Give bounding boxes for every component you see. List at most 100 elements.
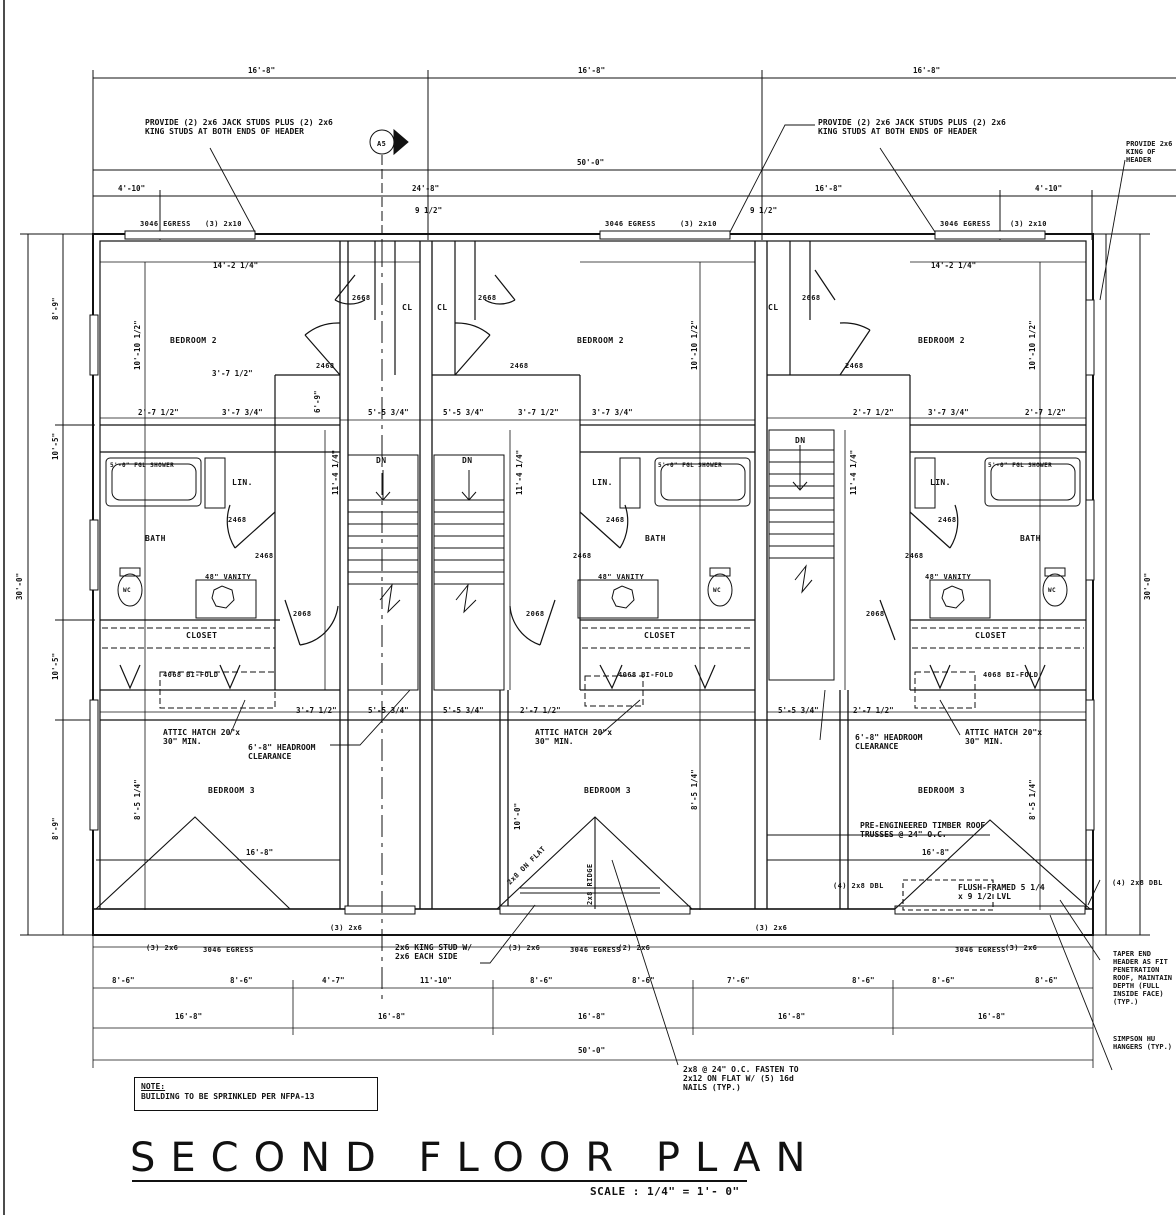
drawing-scale: SCALE : 1/4" = 1'- 0" [590,1185,740,1198]
title-underline [132,1180,747,1182]
callout-headroom-a: 6'-8" HEADROOM CLEARANCE [248,743,315,761]
note-title: NOTE: [141,1082,166,1091]
door-2468-h: 2468 [573,552,591,560]
dim-bed3-h-a: 8'-5 1/4" [133,779,142,820]
header-2x6-e: (3) 2x6 [755,924,787,932]
door-2468-c: 2468 [845,362,863,370]
dim-bot-5: 8'-6" [530,976,553,985]
door-2068-c: 2068 [866,610,884,618]
room-cl-b: CL [437,303,447,312]
callout-flat: 2x8 ON FLAT [506,845,548,887]
dim-bot-seg-3: 16'-8" [578,1012,605,1021]
dim-stair-c: 11'-4 1/4" [849,450,858,495]
wc-c: WC [1048,587,1056,594]
bifold-c: 4068 BI-FOLD [983,671,1038,679]
room-bedroom2-a: BEDROOM 2 [170,336,217,345]
door-2668-c: 2668 [802,294,820,302]
header-2x10-b: (3) 2x10 [680,220,717,228]
dim-two-seven-b: 2'-7 1/2" [853,408,894,417]
header-2x10-c: (3) 2x10 [1010,220,1047,228]
dim-ten-zero: 10'-0" [513,803,522,830]
dim-left-total: 30'-0" [15,573,24,600]
dim-bed3-w-b: 16'-8" [922,848,949,857]
dim-left-4: 8'-9" [51,817,60,840]
room-closet-a: CLOSET [186,631,217,640]
room-bedroom2-c: BEDROOM 2 [918,336,965,345]
dim-bot-7: 7'-6" [727,976,750,985]
door-2468-b: 2468 [510,362,528,370]
dim-bot-2: 8'-6" [230,976,253,985]
vanity-c: 48" VANITY [925,573,972,581]
window-egress-c: 3046 EGRESS [940,220,991,228]
shower-a: 5'-0" FGL SHOWER [110,462,174,469]
dim-bot-8: 8'-6" [852,976,875,985]
dim-bed3-h-b: 8'-5 1/4" [690,769,699,810]
window-egress-e: 3046 EGRESS [570,946,621,954]
room-lin-c: LIN. [930,478,951,487]
general-note: NOTE: BUILDING TO BE SPRINKLED PER NFPA-… [134,1077,378,1111]
dim-bot-seg-2: 16'-8" [378,1012,405,1021]
door-swings [119,269,1046,690]
wc-a: WC [123,587,131,594]
dim-bot-3: 4'-7" [322,976,345,985]
vanity-b: 48" VANITY [598,573,645,581]
callout-dbl-2x8-b: (4) 2x8 DBL [1112,879,1163,887]
dim-bot-10: 8'-6" [1035,976,1058,985]
dim-bot-total: 50'-0" [578,1046,605,1055]
dim-three-four-c: 3'-7 3/4" [928,408,969,417]
dim-left-2: 10'-5" [51,433,60,460]
dim-bot-seg-5: 16'-8" [978,1012,1005,1021]
dim-room-h-b: 10'-10 1/2" [690,320,699,370]
bifold-b: 4068 BI-FOLD [618,671,673,679]
top-dimensions [92,70,1176,240]
dim-sub-3: 16'-8" [815,184,842,193]
section-tag: A5 [377,140,386,148]
dim-room-width-a: 14'-2 1/4" [213,261,258,270]
dim-two-seven-c: 2'-7 1/2" [520,706,561,715]
roof-framing [95,816,1093,911]
callout-fastening: 2x8 @ 24" O.C. FASTEN TO 2x12 ON FLAT W/… [683,1065,799,1092]
room-bedroom2-b: BEDROOM 2 [577,336,624,345]
callout-simpson: SIMPSON HU HANGERS (TYP.) [1113,1035,1172,1051]
window-egress-b: 3046 EGRESS [605,220,656,228]
dim-sub-2: 24'-8" [412,184,439,193]
room-closet-c: CLOSET [975,631,1006,640]
room-bedroom3-b: BEDROOM 3 [584,786,631,795]
callout-ridge: 2x8 RIDGE [586,863,594,905]
dim-left-1: 8'-9" [51,297,60,320]
dim-hall-c: 3'-7 1/2" [296,706,337,715]
dim-hall-b: 3'-7 1/2" [518,408,559,417]
room-bedroom3-c: BEDROOM 3 [918,786,965,795]
interior-walls [100,241,1086,721]
callout-taper: TAPER END HEADER AS FIT PENETRATION ROOF… [1113,950,1172,1006]
door-2068-a: 2068 [293,610,311,618]
room-bedroom3-a: BEDROOM 3 [208,786,255,795]
header-2x10-a: (3) 2x10 [205,220,242,228]
door-2468-e: 2468 [606,516,624,524]
callout-headroom-b: 6'-8" HEADROOM CLEARANCE [855,733,922,751]
door-2668-b: 2668 [478,294,496,302]
dim-bed3-h-c: 8'-5 1/4" [1028,779,1037,820]
dim-bed3-w-a: 16'-8" [246,848,273,857]
dim-five-four-e: 5'-5 3/4" [778,706,819,715]
door-2468-a: 2468 [316,362,334,370]
header-2x6-f: (3) 2x6 [1005,944,1037,952]
dim-left-3: 10'-5" [51,653,60,680]
shower-c: 5'-0" FGL SHOWER [988,462,1052,469]
dim-room-width-b: 14'-2 1/4" [931,261,976,270]
dim-five-four-a: 5'-5 3/4" [368,408,409,417]
leader-lines [209,124,1126,1071]
stair-1 [347,454,419,691]
dim-sub-4: 4'-10" [1035,184,1062,193]
door-2068-b: 2068 [526,610,544,618]
callout-flush-framed: FLUSH-FRAMED 5 1/4 x 9 1/2 LVL [958,883,1045,901]
callout-jack-studs-3: PROVIDE 2x6 KING OF HEADER [1126,140,1172,164]
dim-two-seven-a: 2'-7 1/2" [138,408,179,417]
room-lin-b: LIN. [592,478,613,487]
dim-room-h-c: 10'-10 1/2" [1028,320,1037,370]
header-2x6-d: (2) 2x6 [618,944,650,952]
room-cl-c: CL [768,303,778,312]
room-cl-a: CL [402,303,412,312]
callout-attic-hatch-c: ATTIC HATCH 20"x 30" MIN. [965,728,1042,746]
